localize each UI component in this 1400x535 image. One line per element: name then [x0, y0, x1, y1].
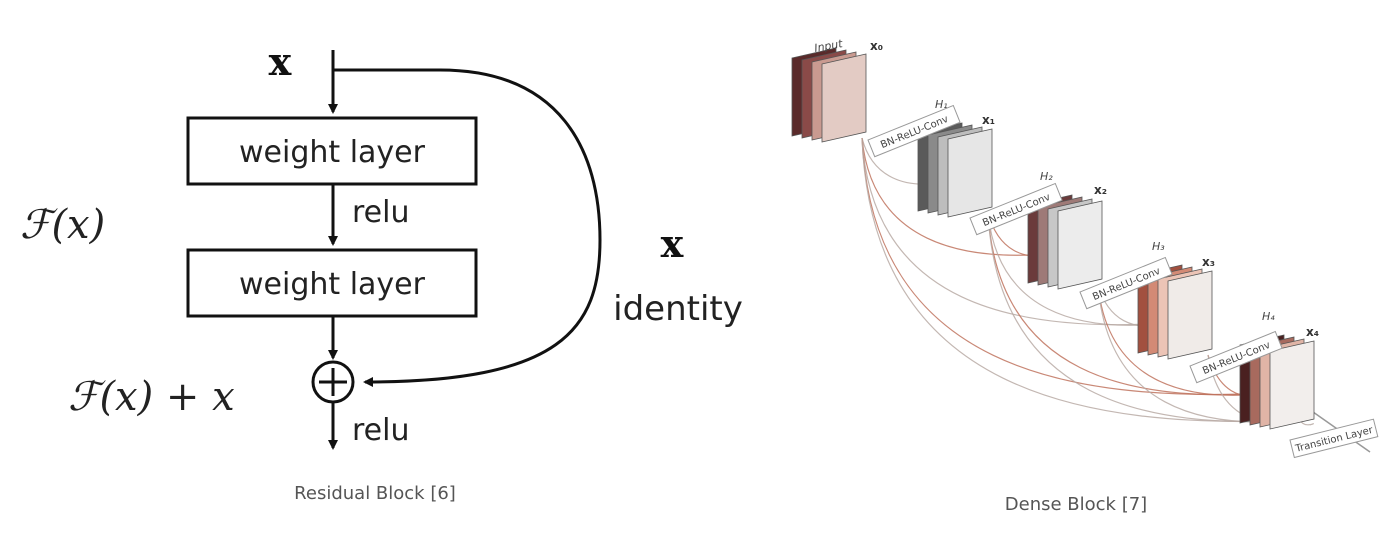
x1-label: x₁ — [982, 113, 995, 127]
relu-label-mid: relu — [352, 195, 409, 230]
x0-label: x₀ — [870, 39, 883, 53]
input-label: Input — [813, 37, 844, 55]
conv-box-1 — [867, 104, 961, 158]
conv-box-4 — [1189, 330, 1283, 384]
x2-label: x₂ — [1094, 183, 1107, 197]
h3-label: H₃ — [1152, 240, 1165, 253]
relu-label-out: relu — [352, 413, 409, 448]
feature-map-stack-3 — [1137, 264, 1213, 360]
conv-box-3 — [1079, 256, 1173, 310]
residual-block: x weight layer relu weight layer relu ℱ(… — [20, 39, 743, 504]
feature-map-stack-1 — [917, 122, 993, 218]
dense-connection-0-4 — [861, 137, 1271, 396]
feature-map-4-3 — [1269, 340, 1315, 430]
identity-label: identity — [613, 289, 743, 329]
dense-connection-2-4 — [1097, 284, 1271, 396]
input-x-label: x — [269, 39, 292, 84]
identity-skip-path — [333, 68, 602, 387]
dense-connection-0-5 — [861, 137, 1301, 422]
fx-label: ℱ(x) — [20, 202, 105, 248]
dense-caption: Dense Block [7] — [1005, 494, 1147, 515]
feature-map-1-3 — [947, 128, 993, 218]
feature-map-0-3 — [821, 53, 867, 143]
x3-label: x₃ — [1202, 255, 1215, 269]
h2-label: H₂ — [1040, 170, 1053, 183]
feature-map-stack-2 — [1027, 194, 1103, 290]
weight-layer-label-2: weight layer — [239, 267, 426, 302]
weight-layer-box-2 — [186, 248, 478, 318]
fx-plus-x-label: ℱ(x) + x — [68, 374, 235, 420]
weight-layer-label-1: weight layer — [239, 135, 426, 170]
feature-map-2-3 — [1057, 200, 1103, 290]
dense-stacks — [791, 47, 1315, 430]
x4-label: x₄ — [1306, 325, 1319, 339]
skip-x-label: x — [661, 221, 684, 266]
transition-box — [1289, 418, 1379, 459]
dense-block: BN-ReLU-Conv BN-ReLU-Conv BN-ReLU-Conv B… — [791, 37, 1379, 515]
residual-caption: Residual Block [6] — [294, 483, 456, 504]
dense-connection-0-2 — [861, 137, 1059, 256]
feature-map-stack-0 — [791, 47, 867, 143]
feature-map-3-3 — [1167, 270, 1213, 360]
h4-label: H₄ — [1262, 310, 1275, 323]
h1-label: H₁ — [935, 98, 948, 111]
conv-box-2 — [969, 182, 1063, 236]
